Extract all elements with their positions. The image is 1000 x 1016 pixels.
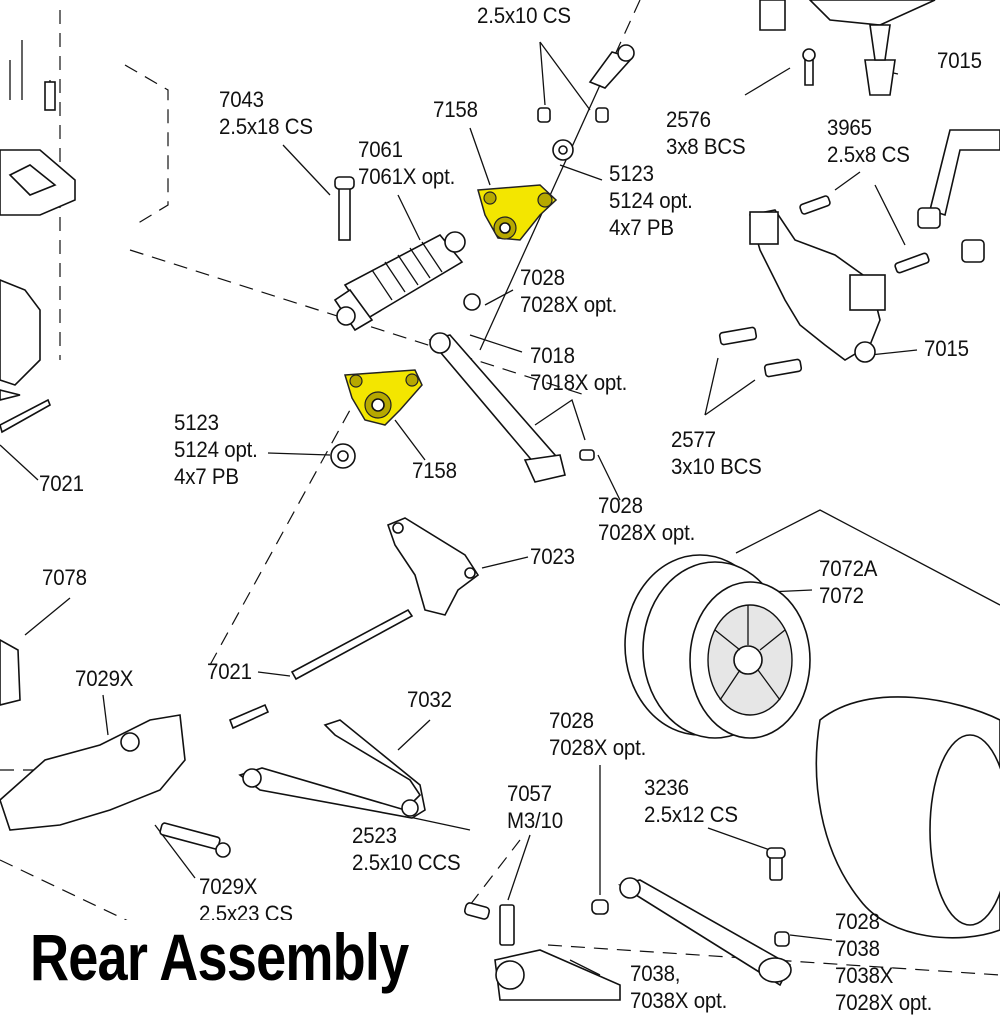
callout-2-5x10cs-top: 2.5x10 CS bbox=[477, 3, 571, 28]
rear-shock-tower bbox=[718, 0, 936, 378]
callout-7021-mid: 7021 bbox=[207, 659, 252, 684]
highlighted-shock-mount-top bbox=[477, 184, 558, 241]
upper-shock-pin bbox=[479, 44, 635, 351]
callout-7032: 7032 bbox=[407, 687, 452, 712]
driveshaft bbox=[494, 949, 621, 1001]
callout-7158-top: 7158 bbox=[433, 97, 478, 122]
shock-absorber bbox=[333, 231, 466, 332]
callout-7038-bottom: 7038,7038X opt. bbox=[630, 961, 728, 1013]
hinge-pins bbox=[0, 398, 414, 730]
suspension-arm bbox=[238, 719, 426, 819]
lower-link bbox=[463, 847, 792, 987]
callout-7015-mid: 7015 bbox=[924, 336, 969, 361]
title-panel bbox=[22, 920, 492, 1000]
shock-screw bbox=[334, 176, 355, 241]
bearings bbox=[330, 293, 481, 469]
callout-7015-top: 7015 bbox=[937, 48, 982, 73]
highlighted-shock-mount-mid bbox=[344, 369, 423, 426]
bracket-7023 bbox=[386, 517, 480, 616]
callout-7029x-a: 7029X bbox=[75, 666, 134, 691]
callout-7021-left: 7021 bbox=[39, 471, 84, 496]
chassis-fragment-left bbox=[0, 40, 76, 401]
camber-link bbox=[428, 332, 595, 483]
rear-axle-housing bbox=[0, 639, 231, 858]
callout-7023: 7023 bbox=[530, 544, 575, 569]
callout-7078: 7078 bbox=[42, 565, 87, 590]
wheel-and-tire bbox=[624, 554, 1000, 939]
callout-7158-mid: 7158 bbox=[412, 458, 457, 483]
page-title: Rear Assembly bbox=[30, 920, 409, 994]
body-mount-right bbox=[917, 129, 1000, 263]
